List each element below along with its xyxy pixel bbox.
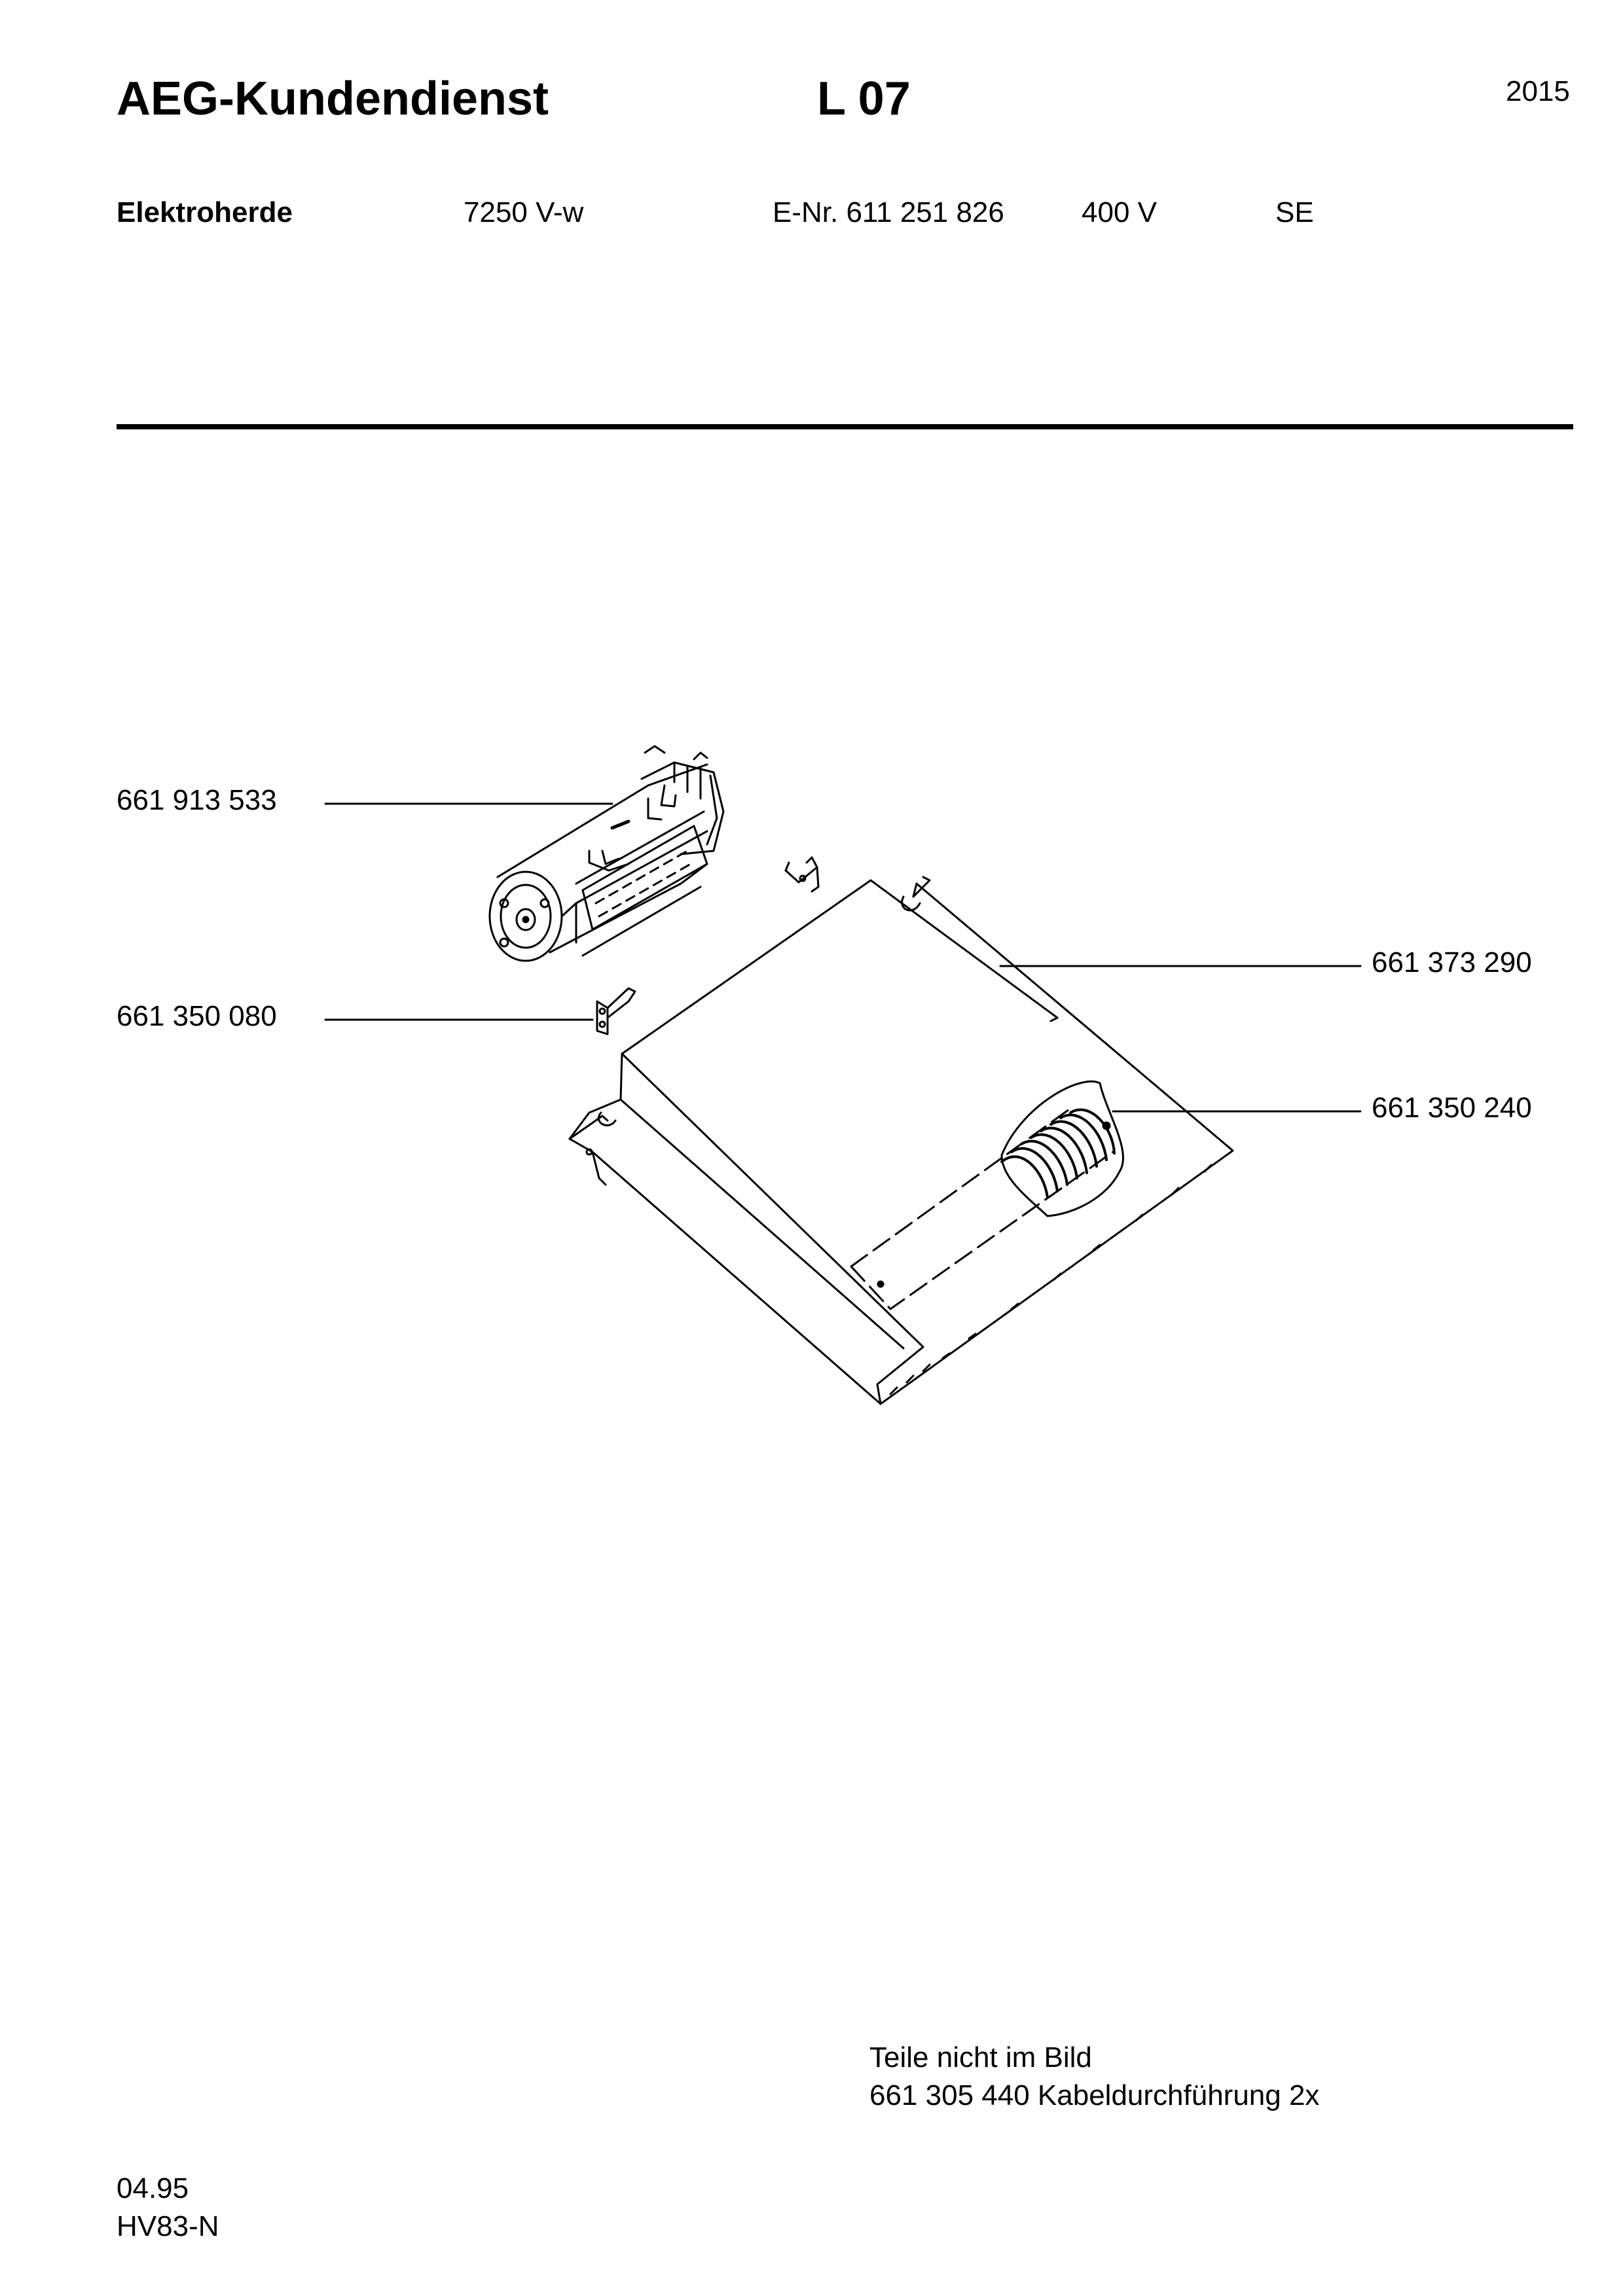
product-region: SE: [1275, 196, 1314, 228]
notes-heading: Teile nicht im Bild: [869, 2041, 1092, 2073]
sheet-number: L 07: [817, 73, 911, 125]
product-model: 7250 V-w: [464, 196, 584, 228]
part-label-bracket: 661 350 080: [117, 1000, 277, 1032]
bracket-drawing: [596, 987, 636, 1035]
part-label-cover: 661 373 290: [1372, 946, 1532, 978]
grommet-ribs: [1000, 1108, 1116, 1199]
footer-date: 04.95: [117, 2172, 189, 2204]
year: 2015: [1506, 75, 1570, 107]
bracket-top-drawing: [784, 856, 820, 893]
product-voltage: 400 V: [1082, 196, 1157, 228]
product-category: Elektroherde: [117, 196, 293, 228]
product-enr: E-Nr. 611 251 826: [773, 196, 1004, 228]
part-label-cover-grommet: 661 350 240: [1372, 1092, 1532, 1124]
header-rule: [117, 424, 1573, 429]
part-label-fan-motor: 661 913 533: [117, 784, 277, 816]
cover-plate-drawing: [568, 876, 1234, 1405]
brand-title: AEG-Kundendienst: [117, 73, 549, 125]
footer-code: HV83-N: [117, 2210, 219, 2242]
leader-lines: [324, 802, 1362, 1113]
notes-line: 661 305 440 Kabeldurchführung 2x: [869, 2079, 1320, 2111]
fan-motor-drawing: [488, 745, 725, 962]
